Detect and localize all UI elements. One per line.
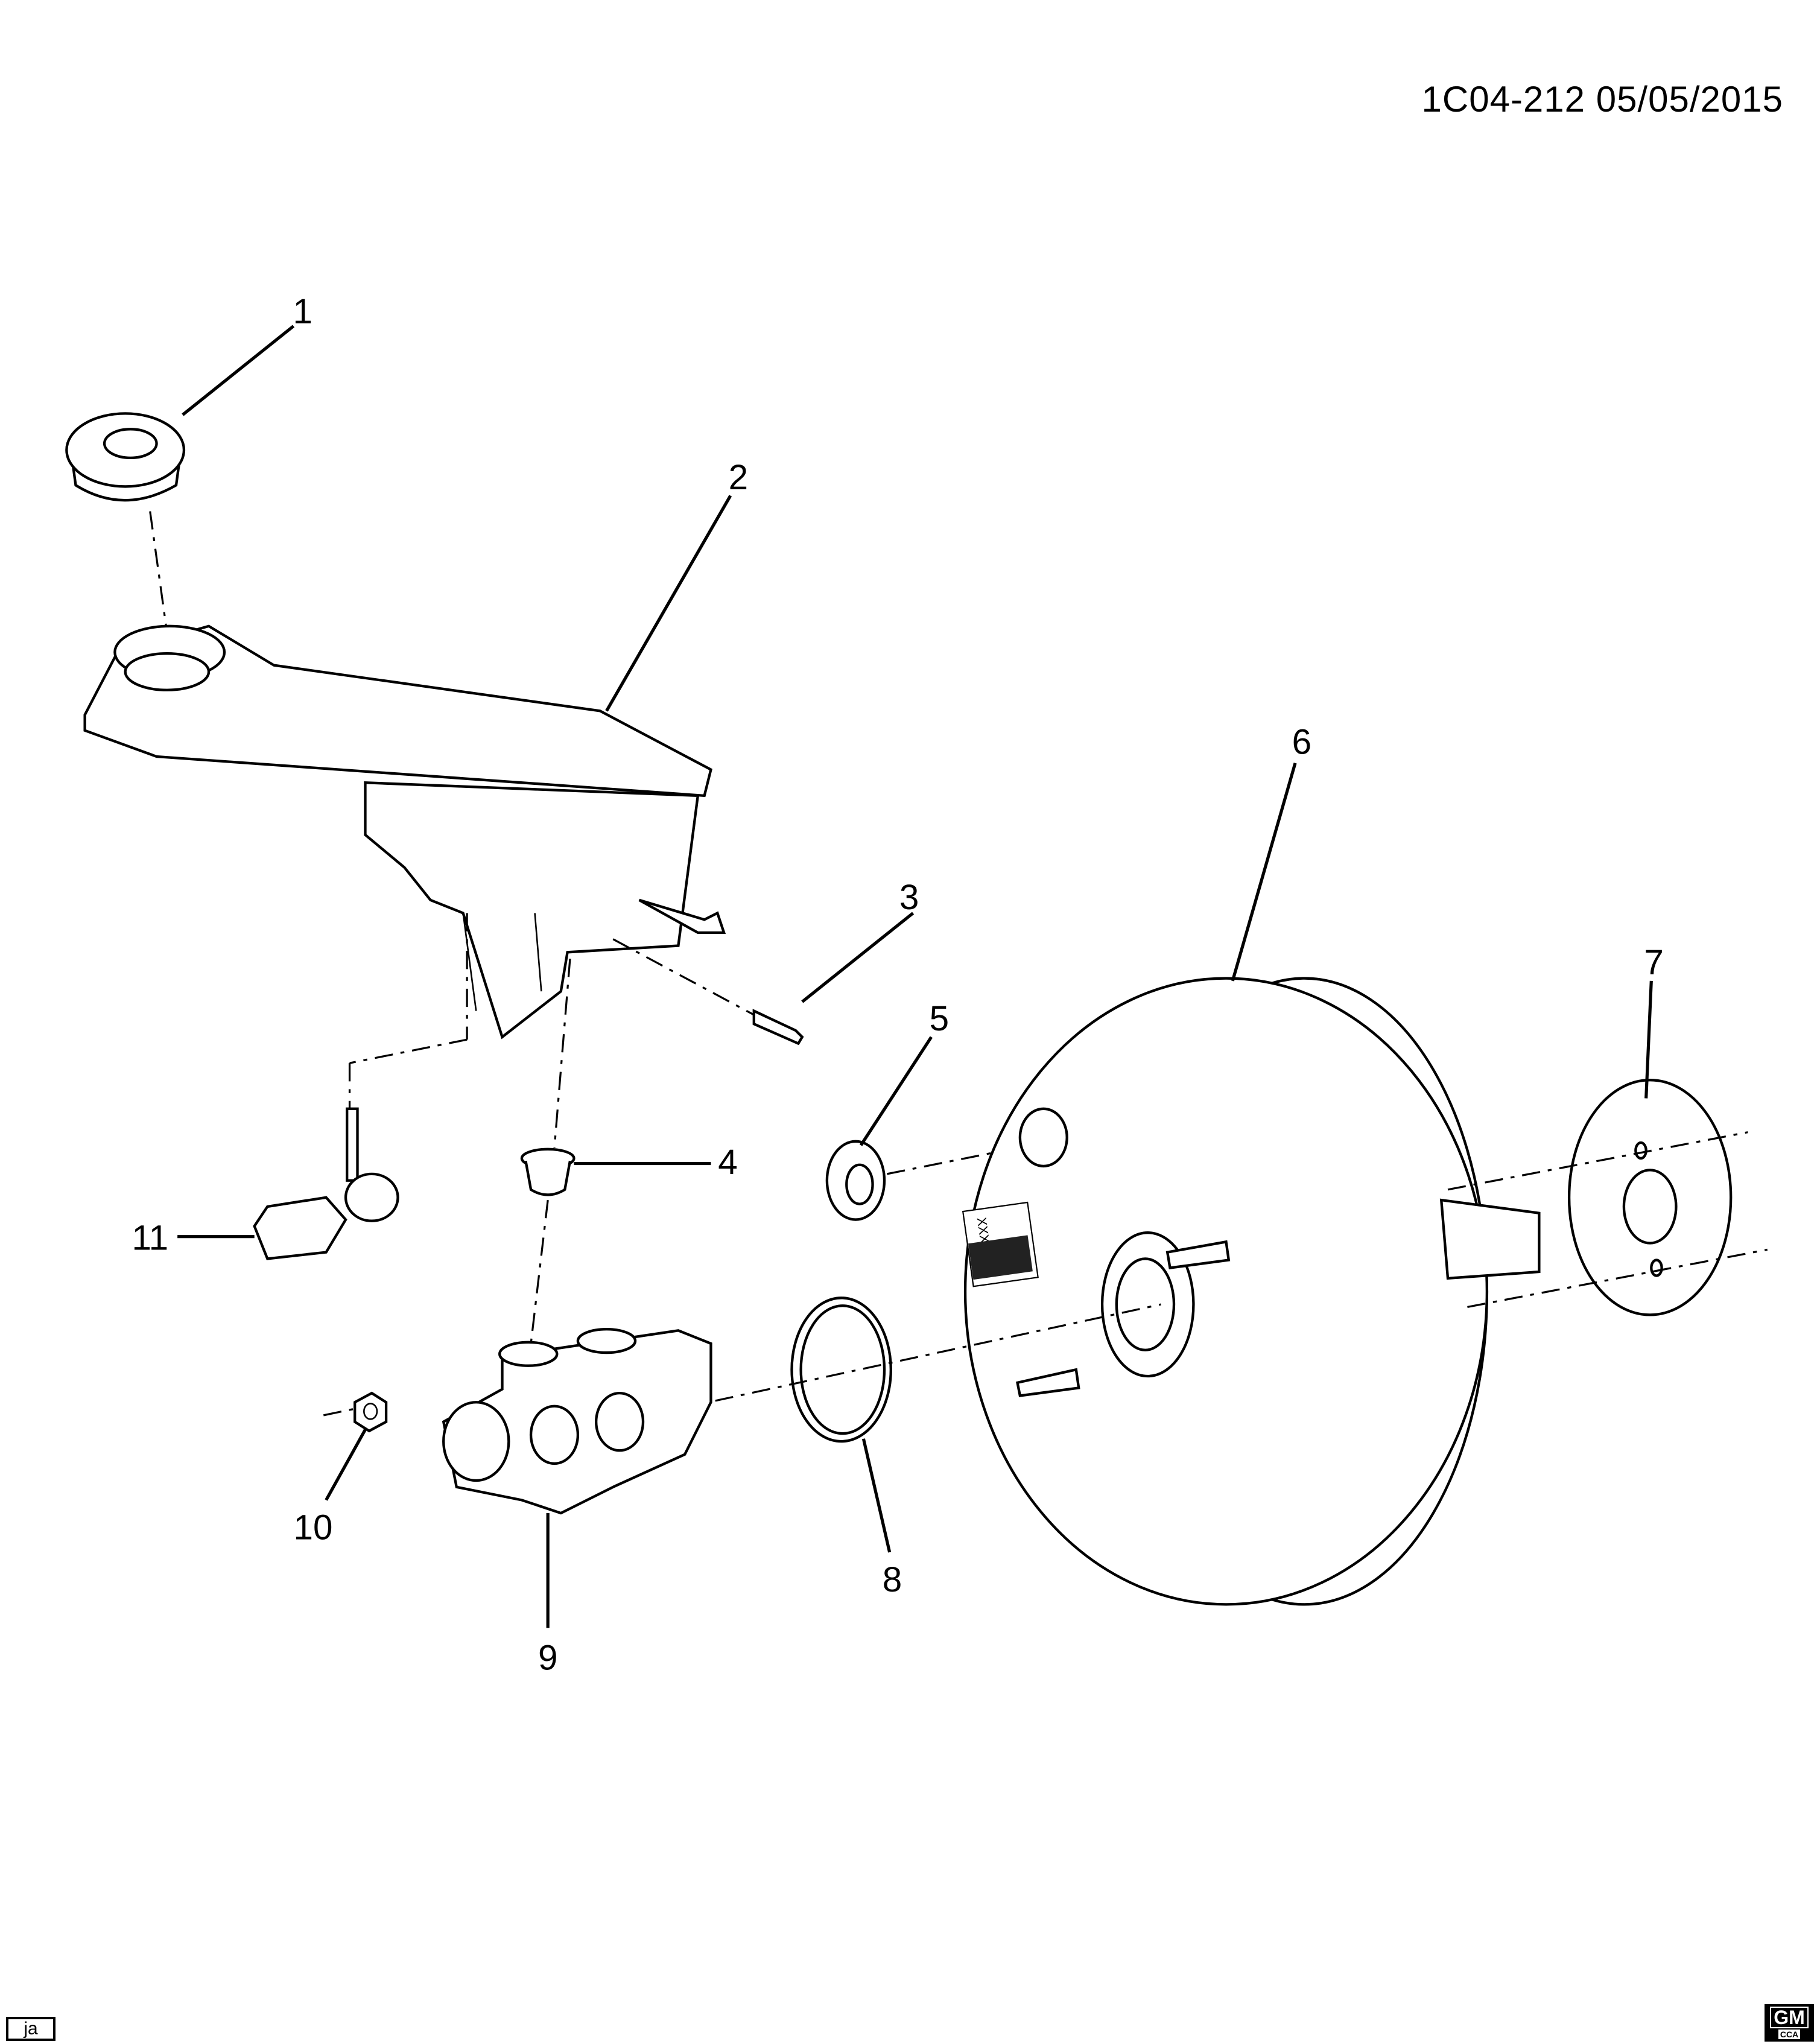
part-11-fluid-level-sensor[interactable] [253, 913, 468, 1260]
callout-9[interactable]: 9 [538, 1638, 557, 1677]
part-7-gasket[interactable] [1447, 1079, 1768, 1316]
callout-7[interactable]: 7 [1644, 943, 1663, 982]
part-3-retaining-pin[interactable] [612, 938, 804, 1046]
part-10-nut[interactable] [323, 1391, 388, 1433]
callout-11[interactable]: 11 [132, 1218, 168, 1257]
callout-1[interactable]: 1 [293, 292, 312, 331]
callout-leaders [177, 325, 1653, 1628]
part-9-master-cylinder[interactable] [442, 1328, 712, 1515]
callout-2[interactable]: 2 [729, 458, 748, 497]
illustrator-initials: ja [6, 2017, 55, 2041]
gm-logo-brand: GM [1770, 2007, 1809, 2028]
callout-3[interactable]: 3 [899, 878, 919, 917]
part-5-seal[interactable] [825, 1140, 1044, 1221]
part-2-fluid-reservoir[interactable] [83, 624, 726, 1039]
gm-logo: GM CCA [1765, 2004, 1814, 2042]
callout-5[interactable]: 5 [930, 999, 949, 1038]
part-1-reservoir-cap[interactable] [65, 412, 186, 633]
booster-label: XXXX [962, 1201, 1039, 1287]
callout-10[interactable]: 10 [294, 1508, 333, 1547]
callout-4[interactable]: 4 [718, 1143, 737, 1182]
callout-8[interactable]: 8 [883, 1560, 902, 1599]
part-8-o-ring[interactable] [678, 1297, 1161, 1443]
gm-logo-sub: CCA [1778, 2030, 1801, 2039]
part-6-brake-booster[interactable]: XXXX [962, 977, 1541, 1606]
callout-6[interactable]: 6 [1292, 723, 1311, 762]
part-4-grommet[interactable] [520, 959, 576, 1344]
diagram-id-date: 1C04-212 05/05/2015 [1421, 79, 1783, 119]
